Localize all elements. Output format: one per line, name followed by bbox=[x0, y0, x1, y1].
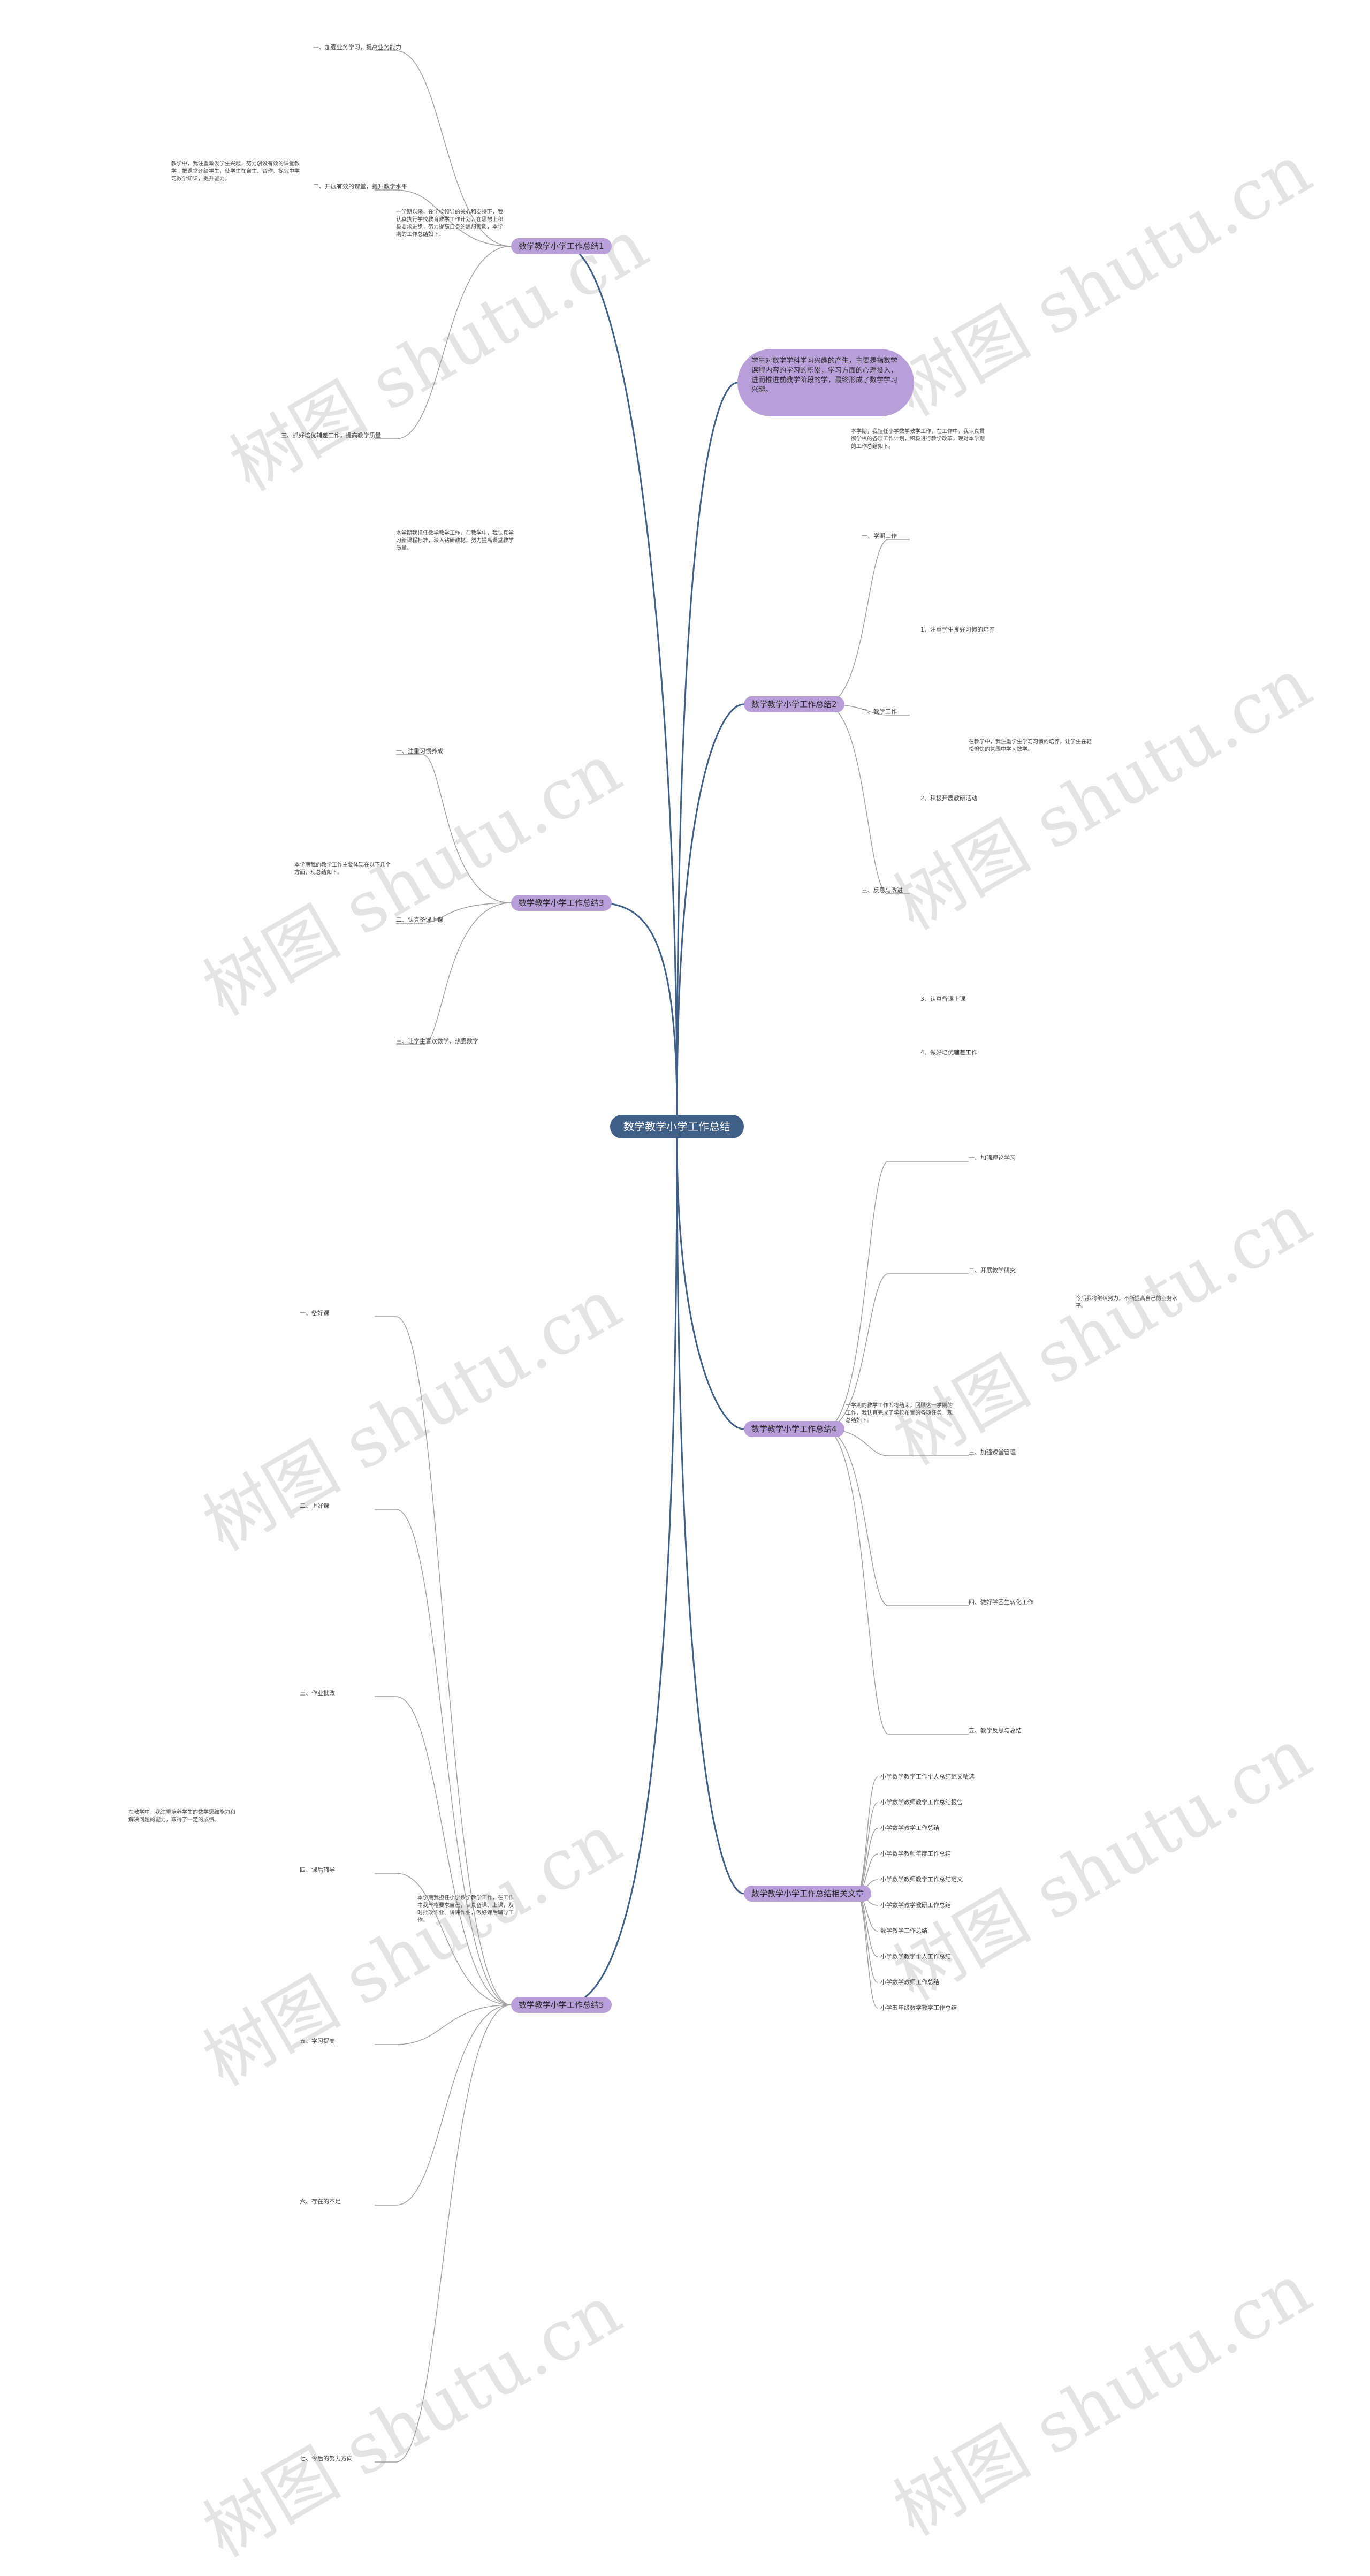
b5-item[interactable]: 三、作业批改 bbox=[300, 1690, 335, 1697]
related-link[interactable]: 数学教学工作总结 bbox=[880, 1927, 927, 1934]
related-link[interactable]: 小学数学教学教研工作总结 bbox=[880, 1902, 951, 1909]
branch-node-5[interactable]: 数学教学小学工作总结5 bbox=[511, 1997, 612, 2013]
b5-item[interactable]: 六、存在的不足 bbox=[300, 2198, 341, 2205]
b3-item[interactable]: 二、认真备课上课 bbox=[396, 916, 443, 923]
branch-node-2[interactable]: 数学教学小学工作总结2 bbox=[744, 696, 844, 712]
b2-note: 在教学中，我注重学生学习习惯的培养，让学生在轻松愉快的氛围中学习数学。 bbox=[969, 739, 1092, 753]
related-link[interactable]: 小学数学教学工作个人总结范文精选 bbox=[880, 1773, 975, 1780]
b4-item[interactable]: 二、开展教学研究 bbox=[969, 1267, 1016, 1274]
b4-item[interactable]: 一、加强理论学习 bbox=[969, 1154, 1016, 1161]
b5-item[interactable]: 二、上好课 bbox=[300, 1502, 329, 1509]
b1-item[interactable]: 一、加强业务学习，提高业务能力 bbox=[313, 44, 401, 51]
b5-item[interactable]: 七、今后的努力方向 bbox=[300, 2455, 353, 2462]
b1-item[interactable]: 二、开展有效的课堂，提升教学水平 bbox=[313, 183, 407, 190]
b3-note: 本学期我担任数学教学工作，在教学中，我认真学习新课程标准，深入钻研教材，努力提高… bbox=[396, 530, 514, 551]
branch-node-3[interactable]: 数学教学小学工作总结3 bbox=[511, 895, 612, 911]
b2-item[interactable]: 一、学期工作 bbox=[862, 533, 897, 539]
b3-note: 本学期我的教学工作主要体现在以下几个方面，现总结如下。 bbox=[294, 862, 391, 876]
b2-subitem[interactable]: 4、做好培优辅差工作 bbox=[920, 1049, 977, 1056]
b5-note: 本学期我担任小学数学教学工作，在工作中我严格要求自己，认真备课、上课，及时批改作… bbox=[417, 1895, 514, 1924]
b4-note: 今后我将继续努力，不断提高自己的业务水平。 bbox=[1076, 1296, 1177, 1309]
related-link[interactable]: 小学数学教学个人工作总结 bbox=[880, 1953, 951, 1960]
root-node[interactable]: 数学教学小学工作总结 bbox=[610, 1115, 744, 1138]
related-link[interactable]: 小学数学教师教学工作总结范文 bbox=[880, 1876, 963, 1883]
b2-item[interactable]: 二、教学工作 bbox=[862, 708, 897, 715]
b5-item[interactable]: 一、备好课 bbox=[300, 1310, 329, 1317]
b2-subitem[interactable]: 1、注重学生良好习惯的培养 bbox=[920, 626, 995, 633]
b5-item[interactable]: 五、学习提高 bbox=[300, 2038, 335, 2045]
b1-note: 教学中，我注重激发学生兴趣，努力创设有效的课堂教学，把课堂还给学生，使学生在自主… bbox=[171, 161, 300, 182]
b4-item[interactable]: 三、加强课堂管理 bbox=[969, 1449, 1016, 1456]
related-link[interactable]: 小学五年级数学教学工作总结 bbox=[880, 2004, 957, 2011]
b4-item[interactable]: 五、教学反思与总结 bbox=[969, 1727, 1022, 1734]
b2-note: 本学期，我担任小学数学教学工作，在工作中，我认真贯彻学校的各项工作计划，积极进行… bbox=[851, 429, 985, 450]
branch-node-related[interactable]: 数学教学小学工作总结相关文章 bbox=[744, 1886, 872, 1902]
b3-item[interactable]: 三、让学生喜欢数学，热爱数学 bbox=[396, 1038, 478, 1045]
branch-node-4[interactable]: 数学教学小学工作总结4 bbox=[744, 1421, 844, 1437]
related-link[interactable]: 小学数学教学工作总结 bbox=[880, 1825, 939, 1832]
branch-node-1[interactable]: 数学教学小学工作总结1 bbox=[511, 238, 612, 254]
related-link[interactable]: 小学数学教师工作总结 bbox=[880, 1979, 939, 1986]
b5-note: 在教学中，我注重培养学生的数学思维能力和解决问题的能力，取得了一定的成绩。 bbox=[128, 1810, 235, 1823]
b3-item[interactable]: 一、注重习惯养成 bbox=[396, 748, 443, 755]
b2-subitem[interactable]: 2、积极开展教研活动 bbox=[920, 795, 977, 802]
b4-note: 一学期的教学工作即将结束，回顾这一学期的工作，我认真完成了学校布置的各项任务，现… bbox=[846, 1403, 953, 1424]
b5-item[interactable]: 四、课后辅导 bbox=[300, 1866, 335, 1873]
b4-item[interactable]: 四、做好学困生转化工作 bbox=[969, 1599, 1033, 1606]
b2-item[interactable]: 三、反思与改进 bbox=[862, 887, 903, 894]
b2-subitem[interactable]: 3、认真备课上课 bbox=[920, 996, 965, 1002]
related-link[interactable]: 小学数学教师教学工作总结报告 bbox=[880, 1799, 963, 1806]
b1-note: 一学期以来，在学校领导的关心和支持下，我认真执行学校教育教学工作计划，在思想上积… bbox=[396, 209, 503, 238]
related-link[interactable]: 小学数学教师年度工作总结 bbox=[880, 1850, 951, 1857]
intro-bubble[interactable]: 学生对数学学科学习兴趣的产生，主要是指数学课程内容的学习的积累，学习方面的心理投… bbox=[737, 349, 914, 416]
b1-item[interactable]: 三、抓好培优辅差工作，提高教学质量 bbox=[281, 432, 381, 439]
